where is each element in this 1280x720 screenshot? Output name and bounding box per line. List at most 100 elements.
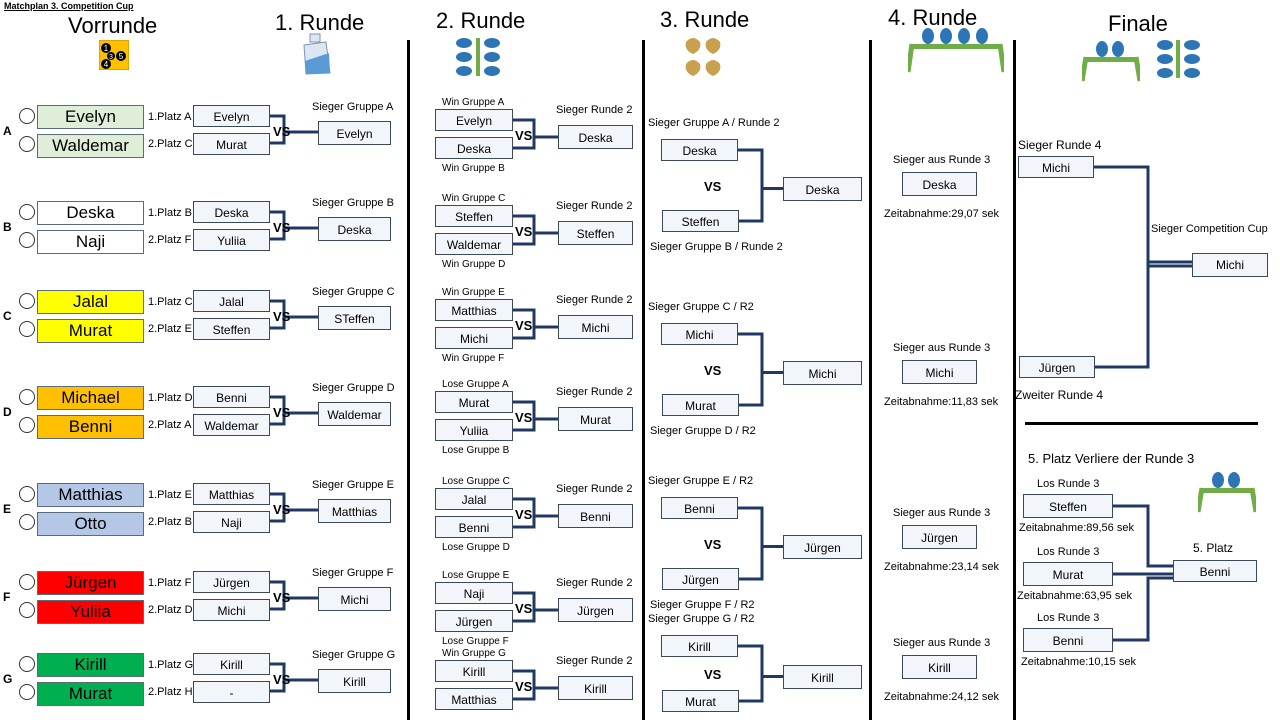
player-circle[interactable] [19, 293, 35, 309]
group-letter: C [3, 309, 12, 323]
runde-2-top-label: Win Gruppe E [442, 287, 505, 298]
slot-label: 2.Platz D [148, 604, 193, 616]
fifth-place-time: Zeitabnahme:10,15 sek [1021, 656, 1136, 668]
runde-1-player: Murat [193, 133, 270, 155]
vs-label: VS [515, 128, 533, 143]
vs-label: VS [273, 220, 291, 235]
vs-label: VS [515, 224, 533, 239]
group-winner-label: Sieger Gruppe C [312, 286, 395, 298]
runde-2-player: Matthias [435, 299, 513, 321]
group-winner: Michi [318, 587, 391, 611]
fifth-place-player: Murat [1023, 562, 1113, 586]
vorrunde-player: Otto [37, 512, 144, 536]
finale-top-label: Sieger Runde 4 [1018, 138, 1102, 152]
runde-3-player: Murat [662, 690, 739, 712]
group-letter: F [3, 590, 11, 604]
group-winner: Matthias [318, 499, 391, 523]
vorrunde-player: Jürgen [37, 571, 144, 595]
vs-label: VS [515, 507, 533, 522]
runde-3-bottom-label: Sieger Gruppe F / R2 [650, 599, 755, 611]
vorrunde-player: Benni [37, 415, 144, 439]
slot-label: 2.Platz C [148, 138, 193, 150]
slot-label: 1.Platz C [148, 296, 193, 308]
runde-4-label: Sieger aus Runde 3 [893, 507, 991, 519]
vorrunde-player: Deska [37, 201, 144, 225]
runde-1-player: Jürgen [193, 571, 270, 593]
group-winner-label: Sieger Gruppe B [312, 197, 394, 209]
group-winner: Waldemar [318, 402, 391, 426]
header-runde-2: 2. Runde [436, 8, 526, 33]
player-circle[interactable] [19, 486, 35, 502]
runde-2-bottom-label: Lose Gruppe F [442, 636, 509, 647]
player-circle[interactable] [19, 321, 35, 337]
runde-2-winner-label: Sieger Runde 2 [556, 200, 633, 212]
runde-2-winner: Benni [558, 504, 633, 528]
player-circle[interactable] [19, 417, 35, 433]
vs-label: VS [704, 666, 722, 682]
runde-1-player: Steffen [193, 318, 270, 340]
player-circle[interactable] [19, 514, 35, 530]
slot-label: 2.Platz A [148, 419, 192, 431]
fifth-place-label: Los Runde 3 [1037, 612, 1100, 624]
blue-pins-icon [454, 36, 504, 80]
runde-2-player: Jalal [435, 488, 513, 510]
runde-2-top-label: Win Gruppe G [442, 648, 506, 659]
player-circle[interactable] [19, 574, 35, 590]
runde-2-top-label: Lose Gruppe A [442, 379, 509, 390]
column-divider [869, 40, 872, 720]
runde-2-winner: Jürgen [558, 598, 633, 622]
group-letter: B [3, 220, 12, 234]
runde-3-player: Benni [661, 497, 738, 519]
slot-label: 1.Platz B [148, 207, 193, 219]
slot-label: 2.Platz F [148, 234, 192, 246]
runde-3-winner: Deska [783, 176, 862, 201]
runde-4-label: Sieger aus Runde 3 [893, 154, 991, 166]
player-circle[interactable] [19, 232, 35, 248]
player-circle[interactable] [19, 108, 35, 124]
group-winner-label: Sieger Gruppe G [312, 649, 396, 661]
column-divider [407, 40, 410, 720]
vorrunde-player: Naji [37, 230, 144, 254]
group-winner: Kirill [318, 669, 391, 693]
player-circle[interactable] [19, 389, 35, 405]
runde-3-player: Michi [661, 323, 738, 345]
slot-label: 1.Platz F [148, 577, 192, 589]
vs-label: VS [515, 318, 533, 333]
slot-label: 1.Platz G [148, 659, 194, 671]
blue-pins-icon-finale [1155, 38, 1203, 82]
fifth-place-time: Zeitabnahme:63,95 sek [1017, 590, 1132, 602]
vorrunde-player: Michael [37, 386, 144, 410]
runde-1-player: Deska [193, 201, 270, 223]
runde-2-player: Yuliia [435, 419, 513, 441]
player-circle[interactable] [19, 204, 35, 220]
runde-3-player: Murat [662, 394, 739, 416]
player-circle[interactable] [19, 656, 35, 672]
player-circle[interactable] [19, 602, 35, 618]
runde-1-player: Yuliia [193, 229, 270, 251]
runde-4-label: Sieger aus Runde 3 [893, 637, 991, 649]
vorrunde-player: Evelyn [37, 105, 144, 129]
slot-label: 1.Platz E [148, 489, 193, 501]
runde-2-player: Waldemar [435, 233, 513, 255]
vorrunde-player: Waldemar [37, 134, 144, 158]
dice-number-2: 3 [109, 54, 113, 61]
vorrunde-player: Jalal [37, 290, 144, 314]
player-circle[interactable] [19, 684, 35, 700]
bench-pins-small-icon [1079, 39, 1143, 83]
runde-1-player: Jalal [193, 290, 270, 312]
runde-4-player: Jürgen [902, 525, 977, 549]
fifth-place-player: Steffen [1023, 494, 1113, 518]
vs-label: VS [515, 679, 533, 694]
runde-2-winner: Deska [558, 125, 633, 149]
finale-player-2: Jürgen [1019, 356, 1095, 378]
runde-4-time: Zeitabnahme:29,07 sek [884, 208, 999, 220]
runde-3-player: Kirill [661, 635, 738, 657]
fifth-place-result-label: 5. Platz [1193, 541, 1234, 555]
vs-label: VS [273, 672, 291, 687]
group-letter: D [3, 405, 12, 419]
runde-4-time: Zeitabnahme:11,83 sek [884, 396, 999, 408]
player-circle[interactable] [19, 136, 35, 152]
runde-2-bottom-label: Lose Gruppe D [442, 542, 510, 553]
section-divider [1025, 422, 1258, 425]
runde-2-winner-label: Sieger Runde 2 [556, 104, 633, 116]
